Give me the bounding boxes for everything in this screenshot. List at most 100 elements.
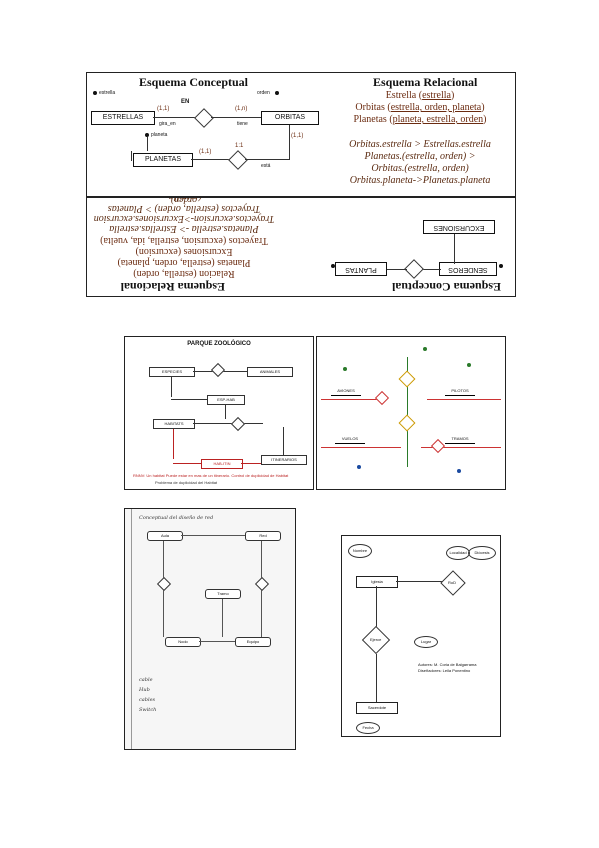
connector [396,581,444,582]
attribute-ellipse: Diócesis [468,546,496,560]
connector [199,641,235,642]
entity-animales: ANIMALES [247,367,293,377]
handwritten-title: Conceptual del diseño de red [139,515,214,521]
entity-aviones: AVIONES [331,387,361,396]
relation-estrella: Estrella (estrella) [385,90,455,101]
entity-hab-itin: HAB-ITIN [201,459,243,469]
flipped-relation-2: Planetas (estrella, orden, planeta) [117,257,251,268]
hand-note: Switch [139,707,157,713]
attribute-dot [93,91,97,95]
attribute-dot [275,91,279,95]
relationship-diamond [156,576,172,592]
flipped-relation-4: Trayectos (excursion, estrella, ida, vue… [100,235,268,246]
entity-sacerdote: Sacerdote [356,702,398,714]
connector [454,234,455,264]
foreign-key-4: Orbitas.planeta->Planetas.planeta [349,175,491,186]
flipped-relational-title: Esquema Relacional [120,280,225,294]
zoo-note: RNNV: Un habitat Puede estar en mas de u… [133,473,289,478]
connector [225,405,226,419]
cardinality: (1,n) [235,106,248,112]
relationship-diamond [228,150,248,170]
attribute-dot [357,465,361,469]
attr-estrella: estrella [99,90,116,96]
connector [376,586,377,630]
hand-entity: Tramo [205,589,241,599]
connector [421,447,501,448]
flipped-conceptual-title: Esquema Conceptual [391,280,501,294]
hand-entity: Nodo [165,637,201,647]
flipped-relation-1: Relacion (estrella, orden) [133,268,235,279]
connector [173,463,201,464]
attribute-ellipse: Localidad [446,546,470,560]
connector [321,447,401,448]
connector [421,269,441,270]
connector [211,117,261,118]
relation-planetas: Planetas (planeta, estrella, orden) [353,114,487,125]
connector [245,159,289,160]
connector [131,151,132,161]
attribute-dot [331,264,335,268]
entity-especies: ESPECIES [149,367,195,377]
entity-habitats: HABITATS [153,419,195,429]
connector [171,377,172,397]
hand-entity: Equipo [235,637,271,647]
label-tiene: tiene [237,121,248,127]
attr-orden: orden [257,90,270,96]
attribute-dot [145,133,149,137]
relationship-en: EN [181,99,190,105]
attribute-ellipse: Fecha [356,722,380,734]
label-esta: está [261,163,271,169]
relationship-diamond [194,108,214,128]
entity-excursiones: EXCURSIONES [423,220,495,234]
entity-planetas: PLANETAS [133,153,193,167]
entity-plantas: PLANTAS [335,262,387,276]
entity-iglesia: Iglesia [356,576,398,588]
entity-orbitas: ORBITAS [261,111,319,125]
connector [173,429,174,459]
attr-planeta: planeta [151,132,168,138]
cardinality: (1,1) [157,106,170,112]
er-panel-handwritten: Conceptual del diseño de red Aula Red Tr… [124,508,296,750]
er-panel-church: Nombre Localidad Diócesis Iglesia RoD Ej… [341,535,501,737]
zoo-note: Problema de duplicidad del Habitat [155,480,218,485]
relational-title: Esquema Relacional [373,75,478,89]
flipped-fk-4: orden) [170,197,198,205]
cardinality: (1,1) [199,149,212,155]
attribute-dot [467,363,471,367]
connector [193,423,263,424]
relationship-diamond [230,416,246,432]
hand-note: cables [139,697,156,703]
connector [241,463,261,464]
connector [427,399,501,400]
label-gira-en: gira_en [159,121,176,127]
connector [153,117,197,118]
foreign-key-2: Planetas.(estrella, orden) > [364,151,476,162]
connector [191,159,231,160]
connector [289,125,290,160]
relationship-diamond [254,576,270,592]
relationship-ejerce: Ejerce [370,637,382,642]
cardinality: 1:1 [235,143,244,149]
relationship-diamond [374,390,390,406]
relationship-diamond [430,438,446,454]
foreign-key-3: Orbitas.(estrella, orden) [371,163,469,174]
attribute-ellipse: Lugar [414,636,438,648]
er-panel-stars: Esquema Conceptual Esquema Relacional es… [86,72,516,197]
attribute-dot [423,347,427,351]
hand-entity: Red [245,531,281,541]
zoo-title: PARQUE ZOOLÓGICO [187,341,251,347]
connector [171,399,207,400]
relation-orbitas: Orbitas (estrella, orden, planeta) [355,102,485,113]
connector [407,357,408,467]
attribute-ellipse: Nombre [348,544,372,558]
hand-entity: Aula [147,531,183,541]
connector [147,137,148,151]
er-panel-flipped: Esquema Conceptual Esquema Relacional SE… [86,197,516,297]
cardinality: (1,1) [291,133,304,139]
connector [321,399,381,400]
relationship-diamond [404,259,424,279]
attribute-dot [457,469,461,473]
attribute-dot [499,264,503,268]
conceptual-title: Esquema Conceptual [139,75,249,89]
relationship-diamond [210,362,226,378]
